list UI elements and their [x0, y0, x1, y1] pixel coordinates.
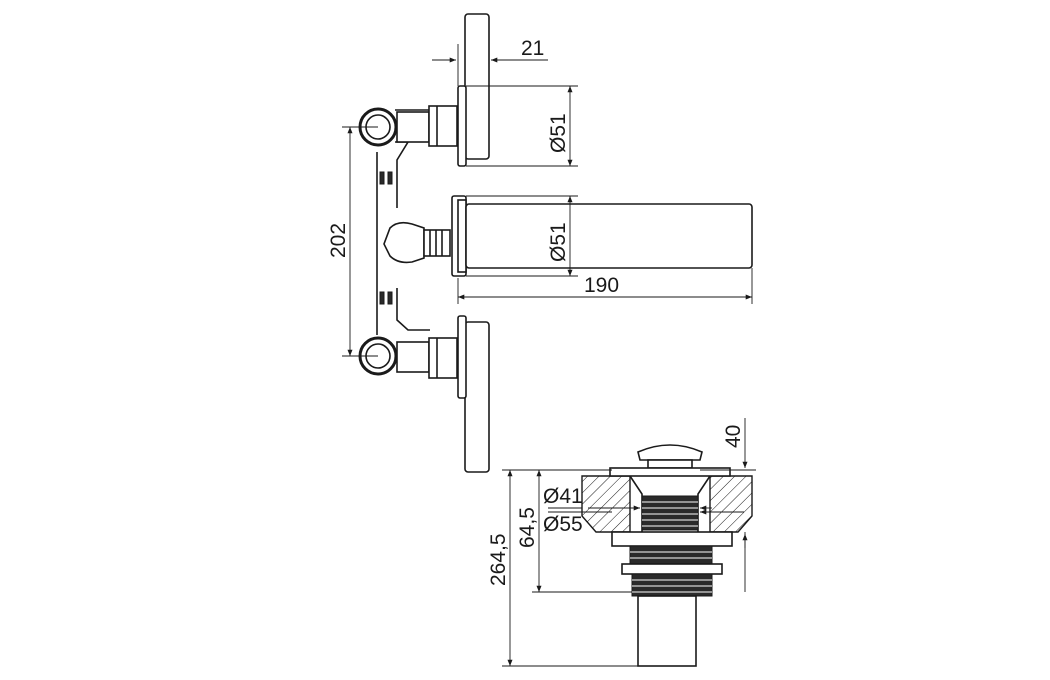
- waste-collar: [631, 573, 713, 597]
- upper-rosette: [464, 13, 490, 160]
- upper-rosette-cover: [457, 85, 467, 167]
- central-diverter-thread: [423, 229, 451, 257]
- upper-connector-nut: [428, 105, 458, 147]
- lower-connector: [396, 341, 430, 373]
- basin-right-section: [709, 475, 753, 533]
- lower-rosette-cover: [457, 315, 467, 399]
- dim-axis-distance: 202: [327, 223, 350, 258]
- basin-left-section: [581, 475, 631, 533]
- dim-waste-mid: 64,5: [516, 507, 539, 548]
- upper-connector: [396, 111, 430, 143]
- dim-spout-length: 190: [584, 274, 619, 297]
- waste-cap-stem: [647, 459, 693, 469]
- dim-waste-total: 264,5: [487, 533, 510, 586]
- waste-cap: [637, 444, 703, 461]
- waste-tail-pipe: [637, 595, 697, 667]
- dim-waste-inner: Ø55: [543, 513, 583, 536]
- lower-rosette: [464, 321, 490, 473]
- spout-rosette-inner: [457, 199, 467, 273]
- central-diverter: [383, 221, 425, 264]
- waste-thread-lower: [629, 545, 713, 565]
- dim-top-offset: 21: [521, 37, 544, 60]
- waste-dimensions: 40 Ø41 Ø55 64,5 264,5: [487, 418, 756, 667]
- dim-waste-height: 40: [722, 425, 745, 448]
- waste-flange: [609, 467, 731, 477]
- waste-nut: [611, 531, 733, 547]
- lower-connector-nut: [428, 337, 458, 379]
- wall-mixer-view: [358, 13, 753, 473]
- dim-upper-diameter: Ø51: [547, 113, 570, 153]
- mixer-dimensions: 21 Ø51 Ø51 190 202: [327, 30, 753, 357]
- mixer-body-frame: [395, 109, 430, 363]
- waste-section-view: [581, 444, 753, 667]
- dim-waste-outer: Ø41: [543, 485, 583, 508]
- waste-thread: [641, 495, 699, 531]
- dim-spout-diameter: Ø51: [547, 222, 570, 262]
- spout: [465, 203, 753, 269]
- slot-marks: [379, 171, 393, 305]
- waste-washer: [621, 563, 723, 575]
